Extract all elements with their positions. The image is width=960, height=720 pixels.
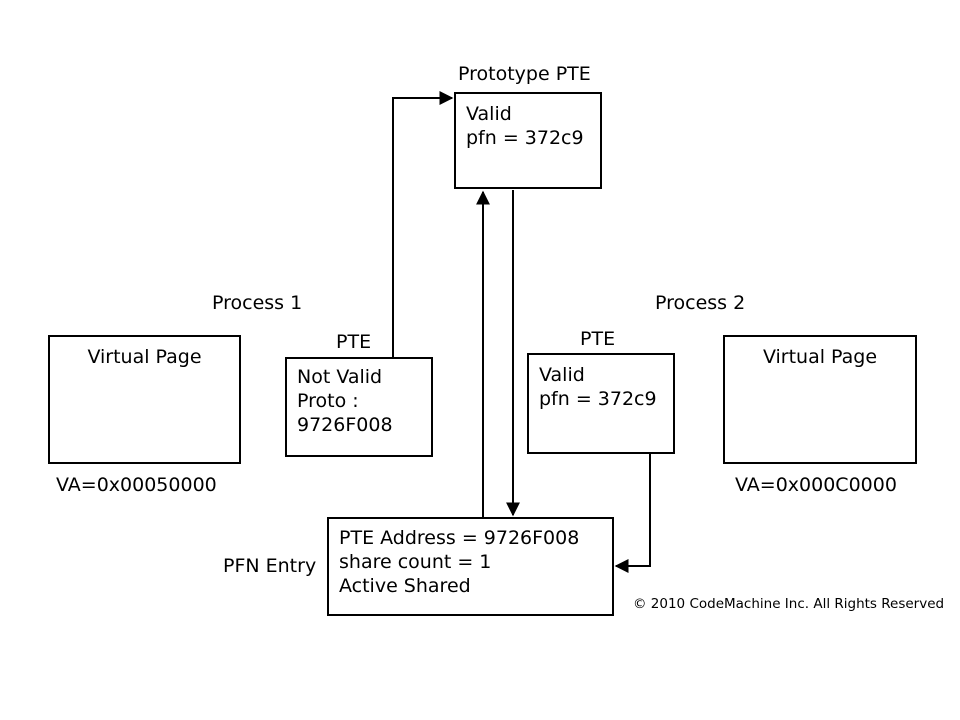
prototype-pte-valid: Valid — [466, 103, 512, 125]
pfn-entry-box: PTE Address = 9726F008 share count = 1 A… — [327, 517, 614, 616]
prototype-pte-pfn: pfn = 372c9 — [466, 127, 584, 149]
prototype-pte-label: Prototype PTE — [458, 63, 591, 85]
process1-pte-line-2: Proto : — [297, 390, 359, 412]
process2-pte-valid: Valid — [539, 364, 585, 386]
process1-virtual-page-box: Virtual Page — [48, 335, 241, 464]
pfn-entry-state: Active Shared — [339, 575, 471, 597]
process2-pte-label: PTE — [580, 328, 616, 350]
process1-pte-label: PTE — [336, 331, 372, 353]
process2-virtual-page-box: Virtual Page — [723, 335, 917, 464]
pfn-entry-share-count: share count = 1 — [339, 551, 492, 573]
process2-label: Process 2 — [655, 292, 746, 314]
process2-pte-pfn: pfn = 372c9 — [539, 388, 657, 410]
pfn-entry-pte-address: PTE Address = 9726F008 — [339, 527, 580, 549]
process2-va: VA=0x000C0000 — [735, 474, 897, 496]
process1-virtual-page-label: Virtual Page — [87, 346, 202, 368]
copyright-notice: © 2010 CodeMachine Inc. All Rights Reser… — [633, 596, 945, 612]
process1-pte-box: Not Valid Proto : 9726F008 — [285, 357, 433, 457]
process2-virtual-page-label: Virtual Page — [762, 346, 878, 368]
process1-label: Process 1 — [212, 292, 303, 314]
pfn-entry-label: PFN Entry — [223, 555, 317, 577]
prototype-pte-box: Valid pfn = 372c9 — [454, 92, 602, 189]
process1-pte-line-1: Not Valid — [297, 366, 383, 388]
process1-pte-line-3: 9726F008 — [297, 414, 393, 436]
arrow-proc1-pte-to-prototype — [392, 91, 454, 357]
process1-va: VA=0x00050000 — [56, 474, 217, 496]
process2-pte-box: Valid pfn = 372c9 — [527, 353, 675, 454]
arrow-proc2-pte-to-pfn — [614, 453, 651, 573]
